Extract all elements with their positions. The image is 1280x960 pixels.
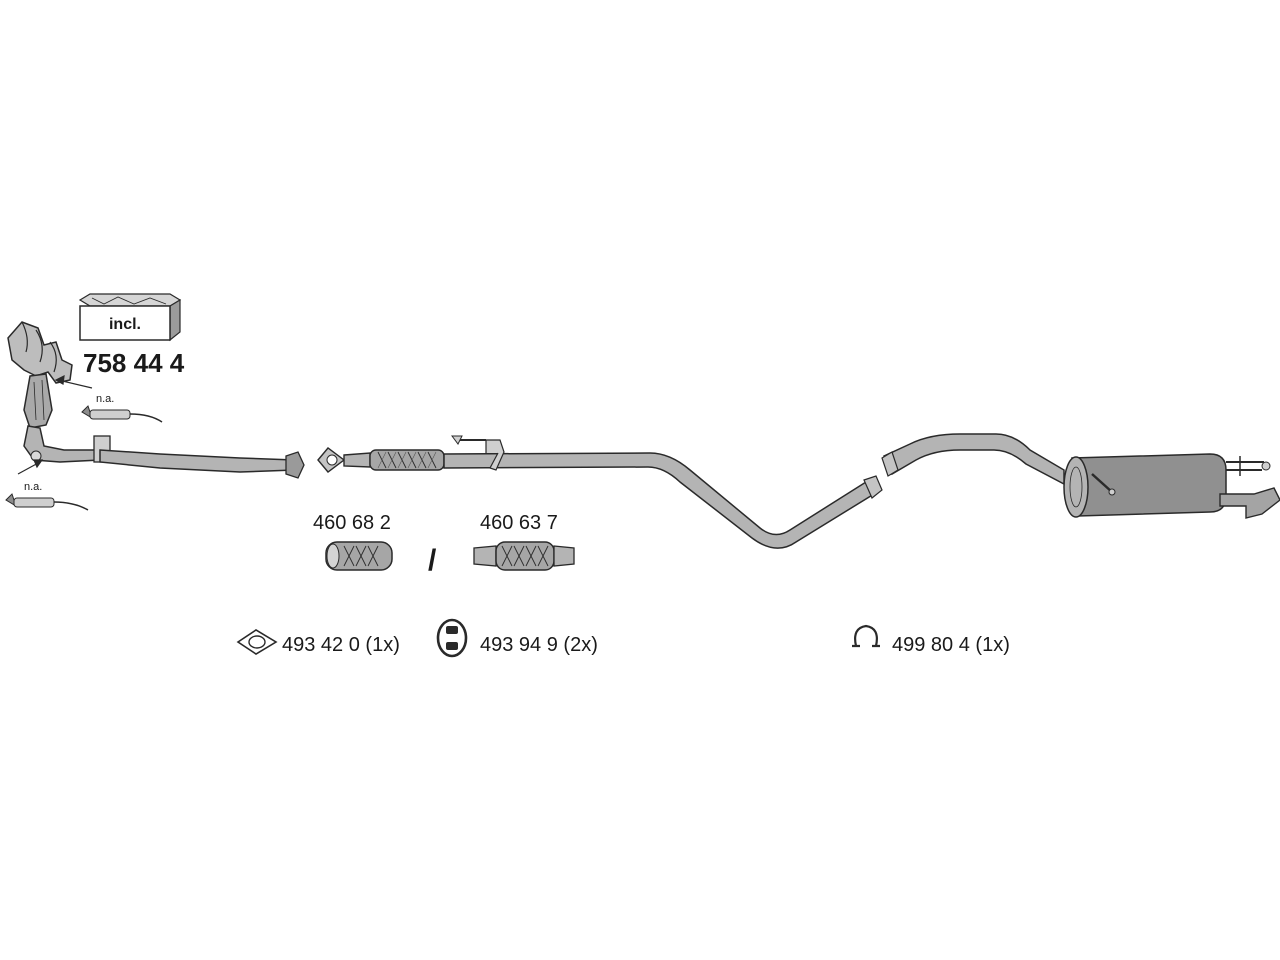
rubber-hanger-icon: [436, 618, 468, 658]
separator-slash: /: [428, 544, 437, 577]
flex-pipe-b: 460 63 7: [473, 512, 575, 571]
rear-muffler: [881, 433, 1280, 519]
part-gasket-label: 493 42 0 (1x): [282, 634, 400, 656]
kit-number: 758 44 4: [83, 348, 185, 378]
gasket-icon: [236, 629, 278, 655]
sensor-note-upper: n.a.: [96, 393, 114, 405]
lambda-sensor-upper: n.a.: [81, 393, 163, 423]
part-clamp-label: 499 80 4 (1x): [892, 634, 1010, 656]
part-rubber-hanger: 493 94 9 (2x): [436, 618, 598, 658]
lambda-sensor-lower: n.a.: [5, 481, 89, 511]
clamp-icon: [852, 624, 880, 648]
part-gasket: 493 42 0 (1x): [236, 629, 400, 656]
flex-pipe-a: 460 68 2: [313, 512, 393, 571]
kit-box: incl.: [78, 293, 182, 342]
sensor-arrows: [17, 374, 93, 475]
manifold-catalyst-assembly: [7, 321, 305, 479]
part-rubber-hanger-label: 493 94 9 (2x): [480, 634, 598, 656]
flex-pipe-b-number: 460 63 7: [480, 512, 558, 534]
flex-pipe-a-number: 460 68 2: [313, 512, 391, 534]
middle-pipe: [317, 435, 883, 549]
kit-box-label: incl.: [109, 316, 141, 333]
part-clamp: 499 80 4 (1x): [852, 624, 1010, 656]
sensor-note-lower: n.a.: [24, 481, 42, 493]
